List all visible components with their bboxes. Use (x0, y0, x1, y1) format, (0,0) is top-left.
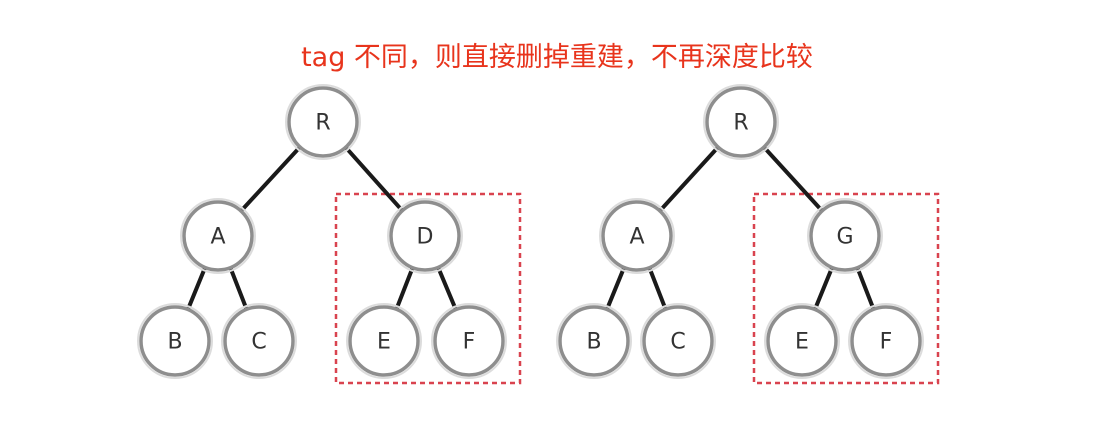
node-circle (850, 305, 922, 377)
node-circle (642, 305, 714, 377)
edge-right-leaf (395, 267, 414, 310)
node-halo (556, 303, 632, 379)
node-circle (287, 86, 359, 158)
page-title: tag 不同，则直接删掉重建，不再深度比较 (301, 42, 813, 73)
node-halo (640, 303, 716, 379)
node-circle (558, 305, 630, 377)
node-circle (223, 305, 295, 377)
node-label: F (463, 330, 476, 355)
edge-right-leaf (856, 267, 875, 310)
tree-node-leaf: B (137, 303, 213, 379)
changed-subtree-box (752, 192, 940, 385)
node-label: F (880, 330, 893, 355)
edge-root-right (763, 146, 823, 212)
node-circle (348, 305, 420, 377)
tree-node-leaf: E (764, 303, 840, 379)
node-circle (182, 200, 254, 272)
node-label: B (167, 330, 182, 355)
node-label: D (417, 225, 434, 250)
node-circle (433, 305, 505, 377)
edge-left-leaf (229, 267, 248, 310)
node-label: R (733, 111, 748, 136)
node-halo (285, 84, 361, 160)
tree-node-leaf: E (346, 303, 422, 379)
edge-left-leaf (605, 267, 626, 310)
node-label: E (795, 330, 809, 355)
node-circle (601, 200, 673, 272)
tree-node-leaf: B (556, 303, 632, 379)
tree-node-right-child: D (387, 198, 463, 274)
edge-root-left (240, 146, 301, 212)
node-label: A (210, 225, 225, 250)
tree-node-root: R (703, 84, 779, 160)
edge-root-right (345, 146, 403, 212)
edge-root-left (659, 146, 719, 212)
node-halo (703, 84, 779, 160)
node-circle (705, 86, 777, 158)
node-label: E (377, 330, 391, 355)
node-label: C (251, 330, 266, 355)
tree-node-right-child: G (807, 198, 883, 274)
node-halo (346, 303, 422, 379)
node-circle (389, 200, 461, 272)
node-label: G (836, 225, 853, 250)
node-label: R (315, 111, 330, 136)
node-halo (848, 303, 924, 379)
node-label: A (629, 225, 644, 250)
trees-layer: R A D B C E F R A G B C E F (137, 84, 940, 385)
node-halo (387, 198, 463, 274)
tree-node-left-child: A (180, 198, 256, 274)
node-halo (180, 198, 256, 274)
node-label: C (670, 330, 685, 355)
node-circle (809, 200, 881, 272)
node-halo (764, 303, 840, 379)
edge-right-leaf (813, 267, 834, 310)
changed-subtree-box (334, 192, 522, 385)
node-circle (766, 305, 838, 377)
tree-node-root: R (285, 84, 361, 160)
edge-left-leaf (648, 267, 667, 310)
tree-node-leaf: C (221, 303, 297, 379)
node-halo (431, 303, 507, 379)
edge-right-leaf (436, 267, 458, 310)
node-circle (139, 305, 211, 377)
node-label: B (586, 330, 601, 355)
tree-node-leaf: F (431, 303, 507, 379)
tree-node-left-child: A (599, 198, 675, 274)
tree-node-leaf: F (848, 303, 924, 379)
node-halo (221, 303, 297, 379)
node-halo (807, 198, 883, 274)
edge-left-leaf (186, 267, 207, 310)
node-halo (137, 303, 213, 379)
tree-node-leaf: C (640, 303, 716, 379)
node-halo (599, 198, 675, 274)
